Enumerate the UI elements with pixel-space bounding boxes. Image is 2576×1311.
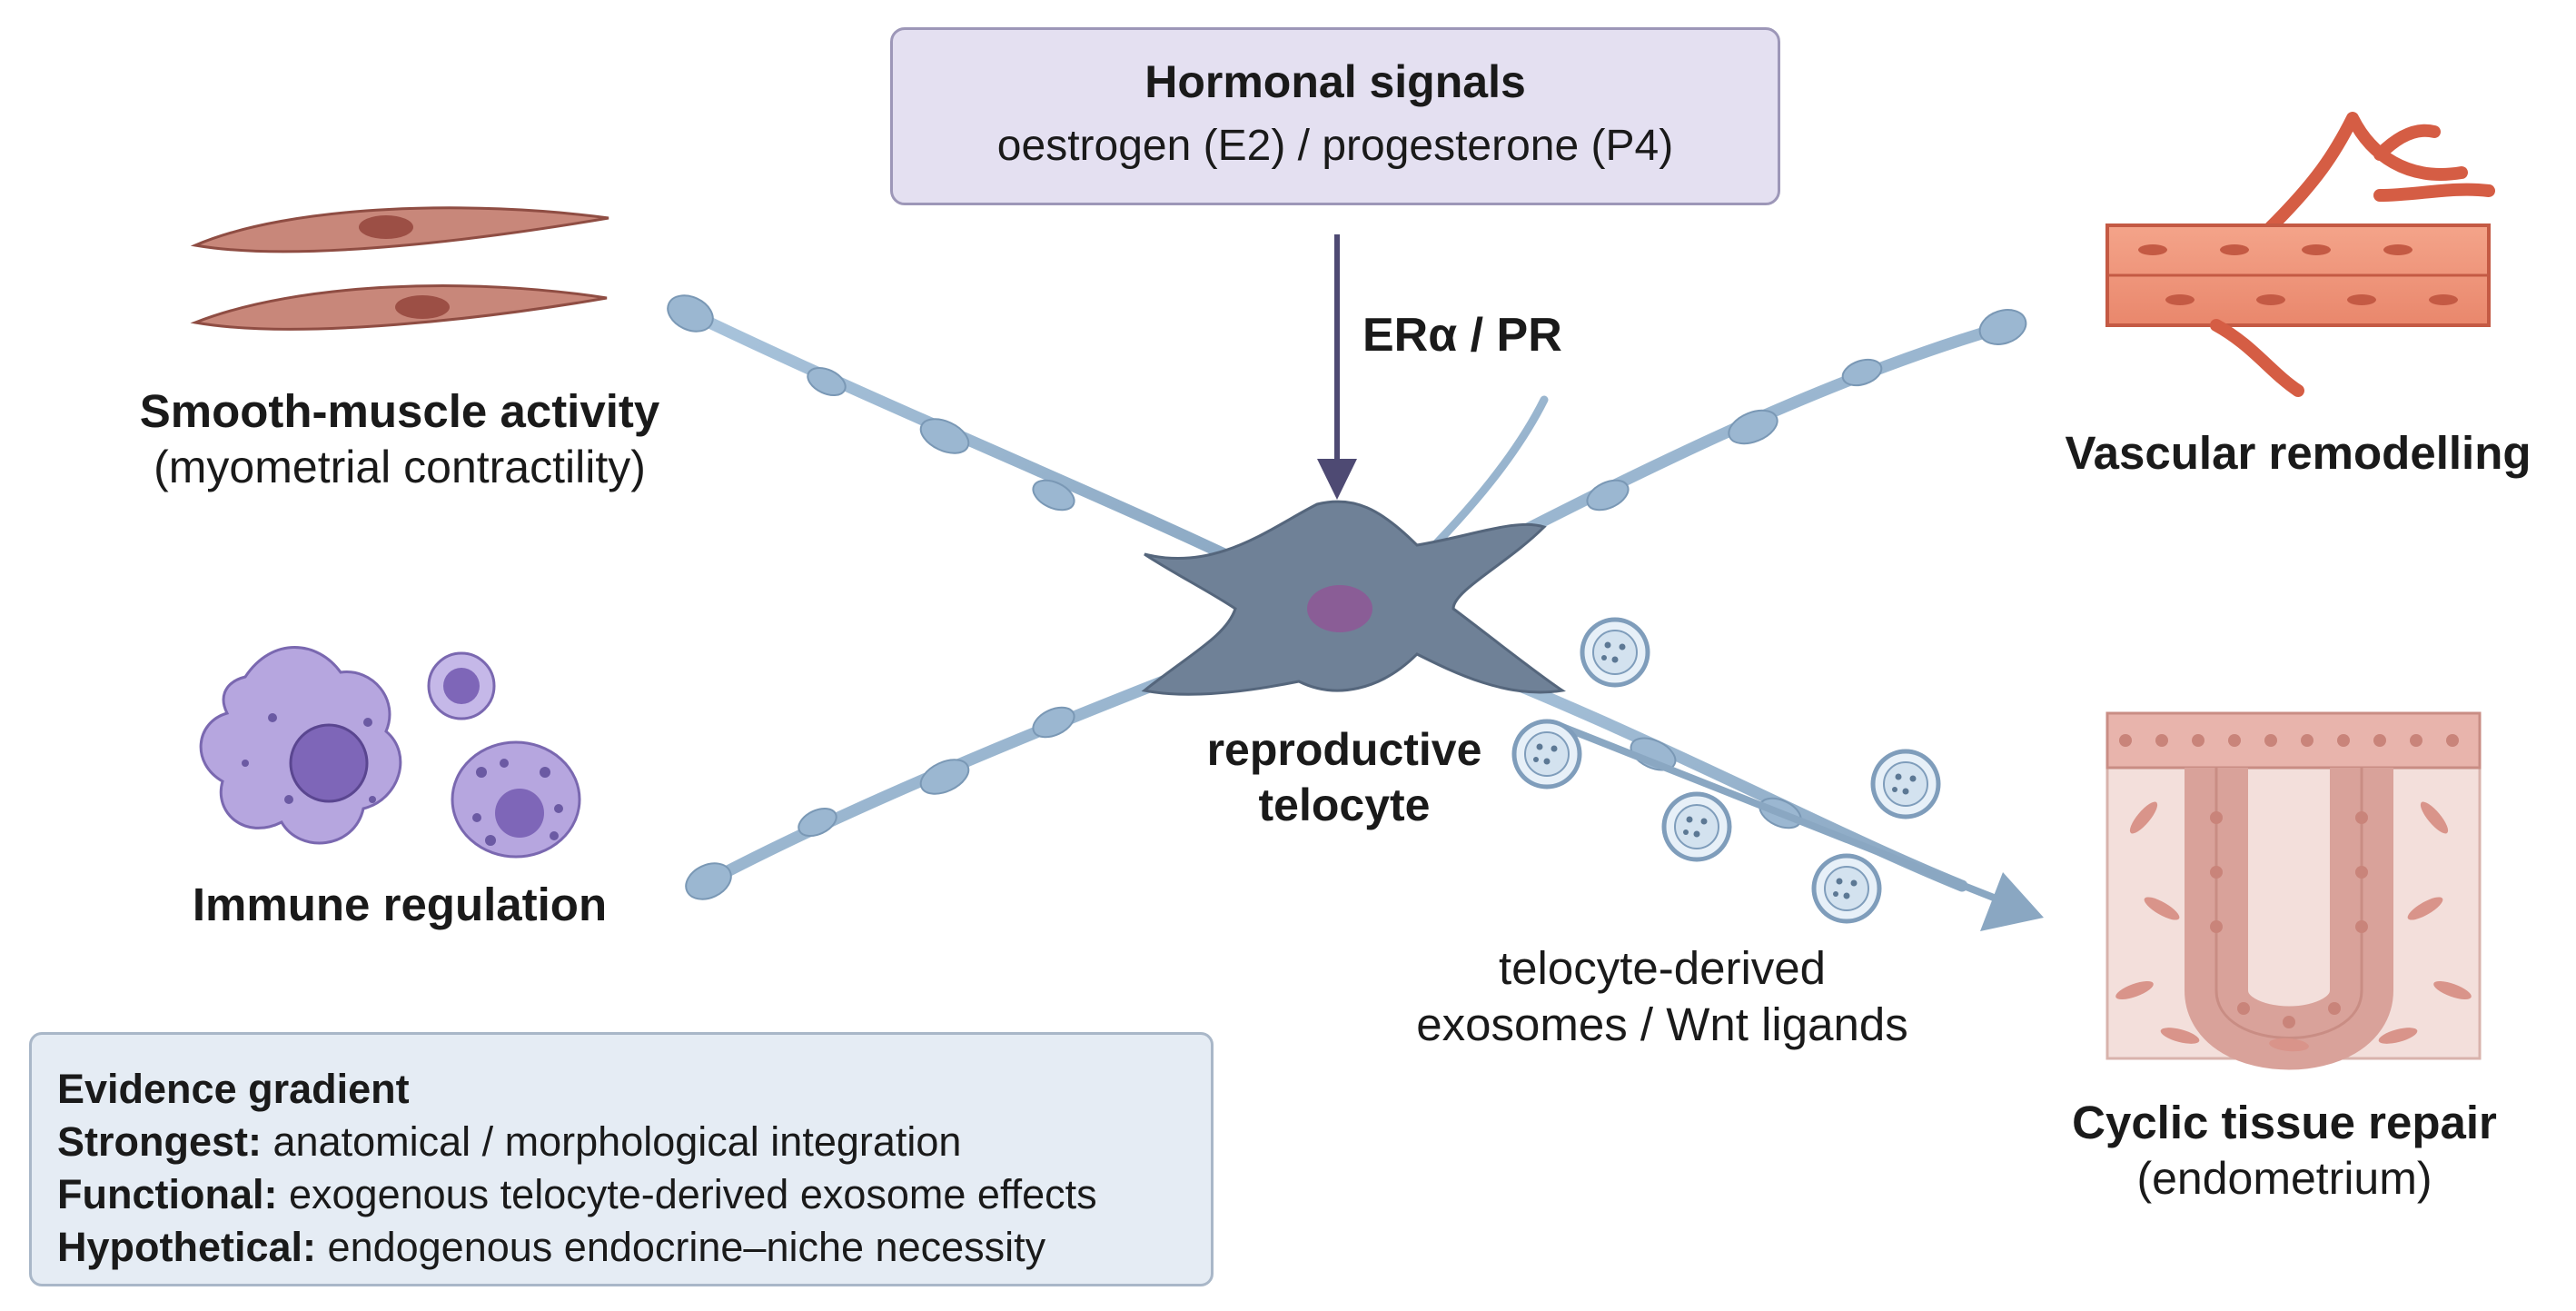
endometrium-tissue-icon	[2105, 711, 2482, 1070]
evidence-gradient-title: Evidence gradient	[57, 1066, 410, 1112]
exosome-label-line2: exosomes / Wnt ligands	[1416, 998, 1908, 1051]
exosome-icon	[1511, 719, 1582, 790]
vascular-remodelling-label: Vascular remodelling	[2065, 427, 2531, 479]
smooth-muscle-icon	[190, 206, 609, 331]
telocyte-label-line2: telocyte	[1258, 780, 1431, 830]
immune-cells-icon	[199, 646, 581, 859]
smooth-muscle-subtitle: (myometrial contractility)	[154, 442, 646, 493]
receptor-label: ERα / PR	[1362, 309, 1562, 362]
evidence-row-text: endogenous endocrine–niche necessity	[327, 1224, 1046, 1270]
evidence-row-hypothetical: Hypothetical: endogenous endocrine–niche…	[57, 1224, 1045, 1271]
hormonal-signals-box: Hormonal signals oestrogen (E2) / proges…	[890, 27, 1780, 205]
smooth-muscle-title: Smooth-muscle activity	[139, 385, 660, 437]
smooth-muscle-label: Smooth-muscle activity (myometrial contr…	[54, 383, 745, 495]
cyclic-tissue-repair-subtitle: (endometrium)	[2136, 1153, 2432, 1205]
evidence-row-key: Hypothetical:	[57, 1224, 317, 1270]
cyclic-tissue-repair-title: Cyclic tissue repair	[2072, 1097, 2497, 1148]
exosome-icon	[1580, 617, 1650, 688]
hormonal-signals-title: Hormonal signals	[1144, 56, 1526, 107]
exosome-label: telocyte-derived exosomes / Wnt ligands	[1372, 940, 1953, 1053]
evidence-row-functional: Functional: exogenous telocyte-derived e…	[57, 1171, 1097, 1218]
blood-vessel-icon	[2105, 112, 2495, 397]
exosome-arrow	[1560, 723, 2044, 931]
telocyte-icon	[667, 294, 2027, 900]
hormone-signal-arrow	[1317, 234, 1357, 500]
evidence-row-text: exogenous telocyte-derived exosome effec…	[288, 1171, 1097, 1217]
exosome-vesicles	[1511, 617, 1941, 924]
hormonal-signals-subtitle: oestrogen (E2) / progesterone (P4)	[996, 122, 1674, 170]
telocyte-label: reproductive telocyte	[1172, 722, 1517, 833]
telocyte-label-line1: reproductive	[1206, 724, 1482, 775]
evidence-row-text: anatomical / morphological integration	[272, 1118, 962, 1165]
immune-regulation-label: Immune regulation	[192, 879, 608, 930]
exosome-icon	[1811, 853, 1882, 924]
exosome-icon	[1870, 749, 1941, 819]
evidence-gradient-box: Evidence gradient Strongest: anatomical …	[29, 1032, 1214, 1286]
exosome-label-line1: telocyte-derived	[1498, 942, 1826, 994]
exosome-icon	[1661, 791, 1732, 862]
cyclic-tissue-repair-label: Cyclic tissue repair (endometrium)	[2026, 1095, 2543, 1207]
evidence-row-key: Strongest:	[57, 1118, 262, 1165]
evidence-row-strongest: Strongest: anatomical / morphological in…	[57, 1118, 961, 1166]
evidence-row-key: Functional:	[57, 1171, 278, 1217]
